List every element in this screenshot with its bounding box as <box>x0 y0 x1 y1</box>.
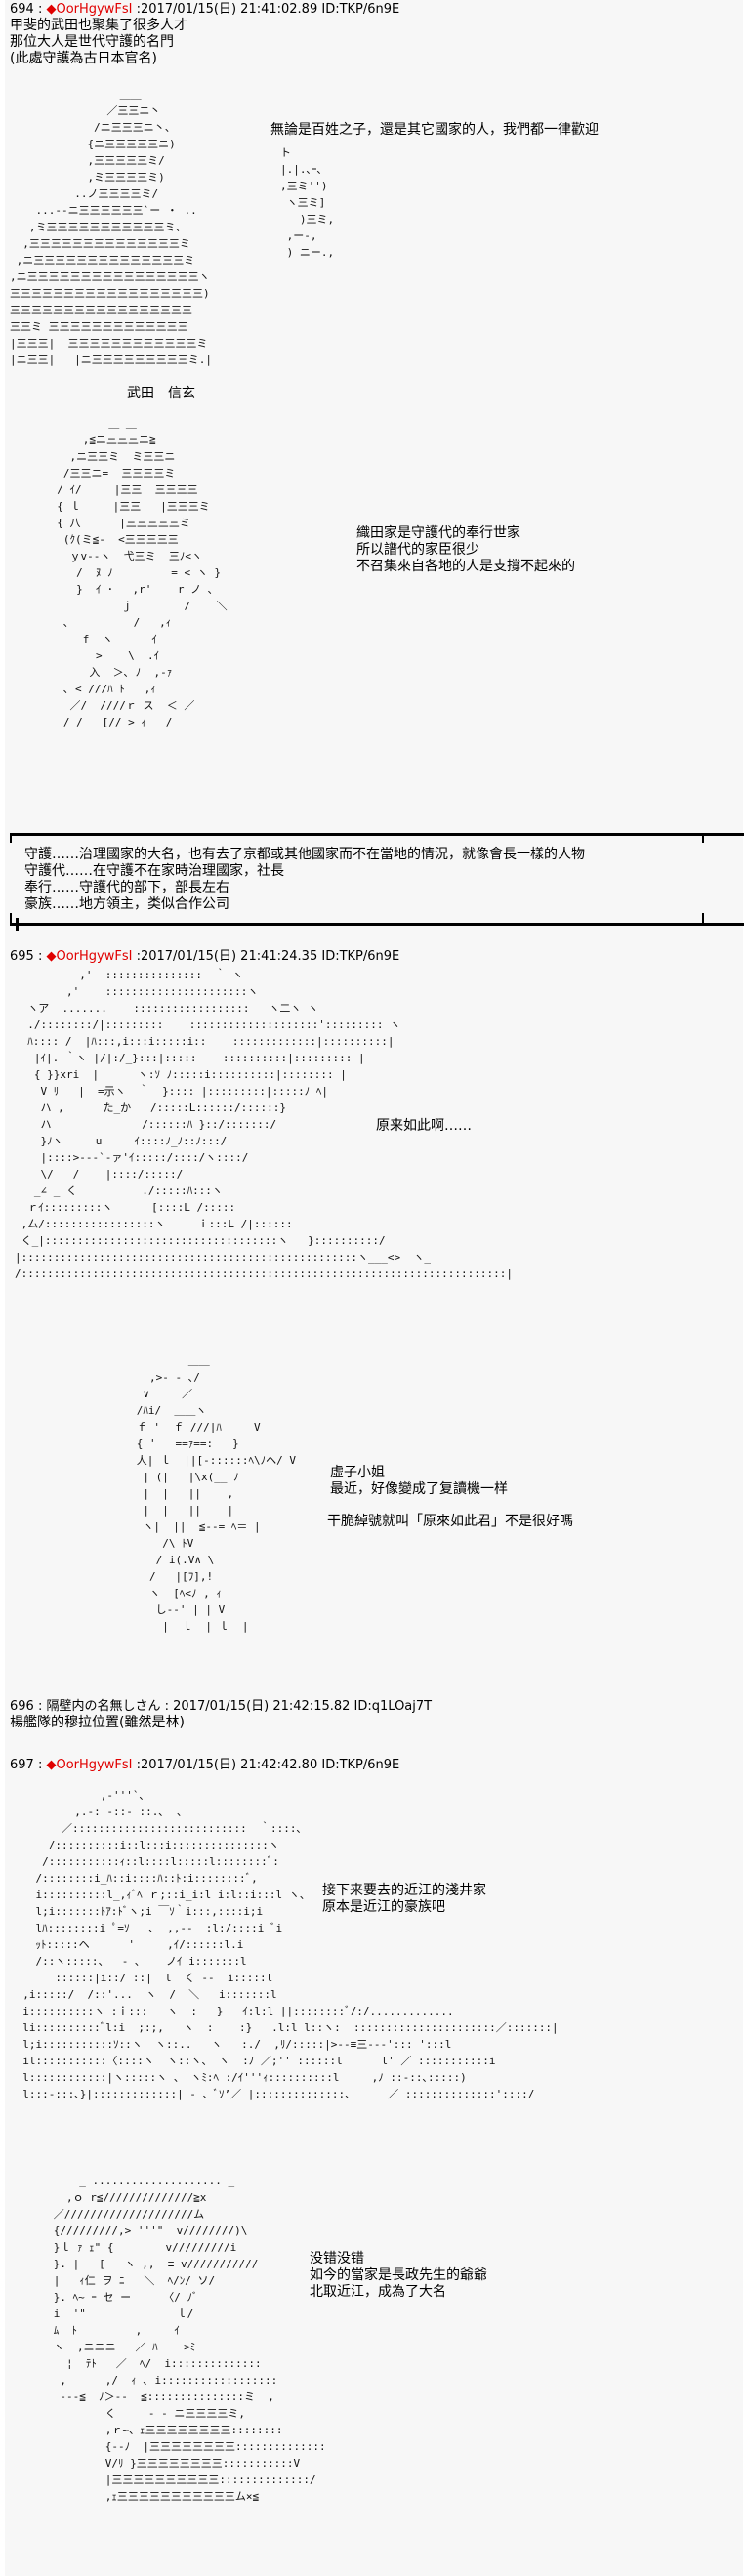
ascii-art-kyoshi: ,' ::::::::::::::: ｀ ヽ ,' ::::::::::::::… <box>15 969 513 1280</box>
intro-line: (此處守護為古日本官名) <box>10 51 157 66</box>
ascii-art-azai: ,-'''`､ ,.-: ‐::‐ ::.､ ､ ／::::::::::::::… <box>22 1789 559 2100</box>
dialogue-text: 不召集來自各地的人是支撐不起來的 <box>356 559 575 574</box>
character-caption: 武田 信玄 <box>127 386 195 401</box>
dialogue-text: 無論是百姓之子，還是其它國家的人，我們都一律歡迎 <box>270 122 599 138</box>
dialogue-text: 如今的當家是長政先生的爺爺 <box>310 2267 487 2283</box>
post-number: 694 <box>10 2 34 17</box>
dialogue-text: 織田家是守護代的奉行世家 <box>356 525 520 541</box>
divider-tick <box>16 918 19 931</box>
separator: : <box>33 1758 47 1772</box>
divider-tick <box>10 833 12 843</box>
dialogue-text: 最近，好像變成了复讀機一样 <box>330 1481 508 1497</box>
separator: : <box>33 949 47 964</box>
ascii-art-takeda-hand: ト |.|.､ｰ､ ,三ミ'') ヽ三ミ] )三ミ, ,ー‐, ) ニー., <box>280 146 335 259</box>
ascii-art-kyoshi-2: ＿＿ ,>‐ ‐ ､/ ∨ ／ /ﾊi/ ＿＿ヽ ｆ ' ｆ ///|ﾊ V {… <box>136 1354 296 1633</box>
post-datetime: : 2017/01/15(日) 21:42:15.82 ID:q1LOaj7T <box>160 1699 433 1714</box>
divider <box>10 923 744 926</box>
post-number: 697 <box>10 1758 34 1772</box>
dialogue-text: 没错没错 <box>310 2251 364 2266</box>
divider-tick <box>10 913 12 923</box>
glossary-line: 豪族……地方領主，类似合作公司 <box>24 896 229 912</box>
trip-diamond-icon: ◆ <box>46 2 57 17</box>
intro-line: 那位大人是世代守護的名門 <box>10 34 174 50</box>
post-datetime: :2017/01/15(日) 21:41:24.35 ID:TKP/6n9E <box>132 949 400 964</box>
poster-name[interactable]: OorHgywFsI <box>56 949 133 964</box>
dialogue-text: 原来如此啊…… <box>376 1118 472 1134</box>
poster-name[interactable]: OorHgywFsI <box>56 1758 133 1772</box>
trip-diamond-icon: ◆ <box>46 1758 57 1772</box>
post-datetime: :2017/01/15(日) 21:42:42.80 ID:TKP/6n9E <box>132 1758 400 1772</box>
trip-diamond-icon: ◆ <box>46 949 57 964</box>
post-header-695: 695 : ◆OorHgywFsI :2017/01/15(日) 21:41:2… <box>10 949 399 965</box>
dialogue-text: 干脆綽號就叫「原來如此君」不是很好嗎 <box>327 1514 573 1529</box>
post-header-694: 694 : ◆OorHgywFsI :2017/01/15(日) 21:41:0… <box>10 2 399 18</box>
post-header-696: 696 : 隔壁内の名無しさん : 2017/01/15(日) 21:42:15… <box>10 1699 432 1715</box>
intro-line: 甲斐的武田也聚集了很多人才 <box>10 18 187 33</box>
ascii-art-takeda: ＿＿ ／三三ニ丶 /ニ三三三ニ丶、 {ニ三三三三三ニ) ,三三三三三ミ/ ,ミ三… <box>10 88 212 366</box>
dialogue-text: 北取近江，成為了大名 <box>310 2284 446 2300</box>
post-header-697: 697 : ◆OorHgywFsI :2017/01/15(日) 21:42:4… <box>10 1758 399 1773</box>
divider-tick <box>702 833 704 843</box>
thread-page: 694 : ◆OorHgywFsI :2017/01/15(日) 21:41:0… <box>5 0 744 2576</box>
ascii-art-nagamasa: _ .................... _ ,ｏ r≦//////////… <box>53 2175 326 2503</box>
post-datetime: :2017/01/15(日) 21:41:02.89 ID:TKP/6n9E <box>132 2 400 17</box>
divider <box>10 833 744 836</box>
divider-tick <box>702 913 704 923</box>
dialogue-text: 虛子小姐 <box>330 1465 385 1480</box>
post-number: 695 <box>10 949 34 964</box>
post-body: 楊艦隊的穆拉位置(雖然是林) <box>10 1715 185 1730</box>
ascii-art-oda: ＿ ＿ ,≦ニ三三三ニ≧ ,ニ三三ミ ミ三三ニ /三三ニ= 三三三三ミ / ｲ/… <box>57 417 228 728</box>
glossary-line: 奉行……守護代的部下，部長左右 <box>24 880 229 895</box>
separator: : <box>33 2 47 17</box>
separator: : <box>33 1699 47 1714</box>
dialogue-text: 所以譜代的家臣很少 <box>356 542 479 558</box>
dialogue-text: 原本是近江的豪族吧 <box>322 1899 445 1915</box>
glossary-line: 守護代……在守護不在家時治理國家，社長 <box>24 863 284 879</box>
poster-name[interactable]: OorHgywFsI <box>56 2 133 17</box>
poster-name: 隔壁内の名無しさん <box>46 1699 161 1714</box>
post-number: 696 <box>10 1699 34 1714</box>
glossary-line: 守護……治理國家的大名，也有去了京都或其他國家而不在當地的情況，就像會長一樣的人… <box>24 847 585 862</box>
dialogue-text: 接下来要去的近江的淺井家 <box>322 1883 486 1898</box>
